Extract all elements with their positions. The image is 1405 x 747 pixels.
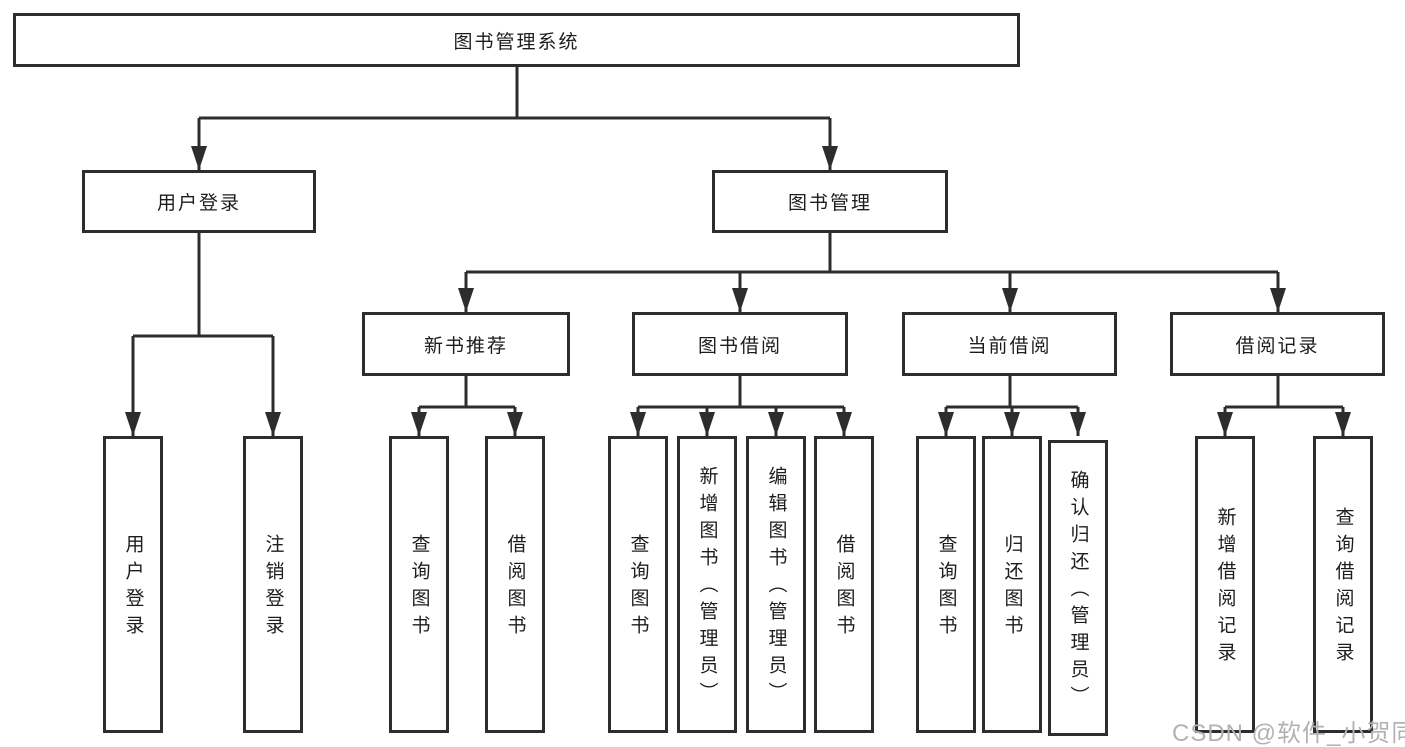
node-root: 图书管理系统 bbox=[13, 13, 1020, 67]
node-rc-query-record: 查询借阅记录 bbox=[1313, 436, 1373, 733]
node-book-borrow: 图书借阅 bbox=[632, 312, 848, 376]
node-nb-borrow-book: 借阅图书 bbox=[485, 436, 545, 733]
node-cu-return-book: 归还图书 bbox=[982, 436, 1042, 733]
arrowheads bbox=[125, 146, 1351, 436]
node-user-login-group: 用户登录 bbox=[82, 170, 316, 233]
node-logout: 注销登录 bbox=[243, 436, 303, 733]
node-user-login: 用户登录 bbox=[103, 436, 163, 733]
node-rc-add-record: 新增借阅记录 bbox=[1195, 436, 1255, 733]
node-bw-add-book-admin: 新增图书（管理员） bbox=[677, 436, 737, 733]
csdn-watermark: CSDN @软件_小贺同学 bbox=[1172, 720, 1405, 747]
node-bw-edit-book-admin: 编辑图书（管理员） bbox=[746, 436, 806, 733]
node-book-management: 图书管理 bbox=[712, 170, 948, 233]
node-bw-borrow-book: 借阅图书 bbox=[814, 436, 874, 733]
node-cu-confirm-return-admin: 确认归还（管理员） bbox=[1048, 440, 1108, 736]
node-bw-query-book: 查询图书 bbox=[608, 436, 668, 733]
node-borrow-records: 借阅记录 bbox=[1170, 312, 1385, 376]
node-current-borrow: 当前借阅 bbox=[902, 312, 1117, 376]
node-cu-query-book: 查询图书 bbox=[916, 436, 976, 733]
node-new-book-recommend: 新书推荐 bbox=[362, 312, 570, 376]
node-nb-query-book: 查询图书 bbox=[389, 436, 449, 733]
